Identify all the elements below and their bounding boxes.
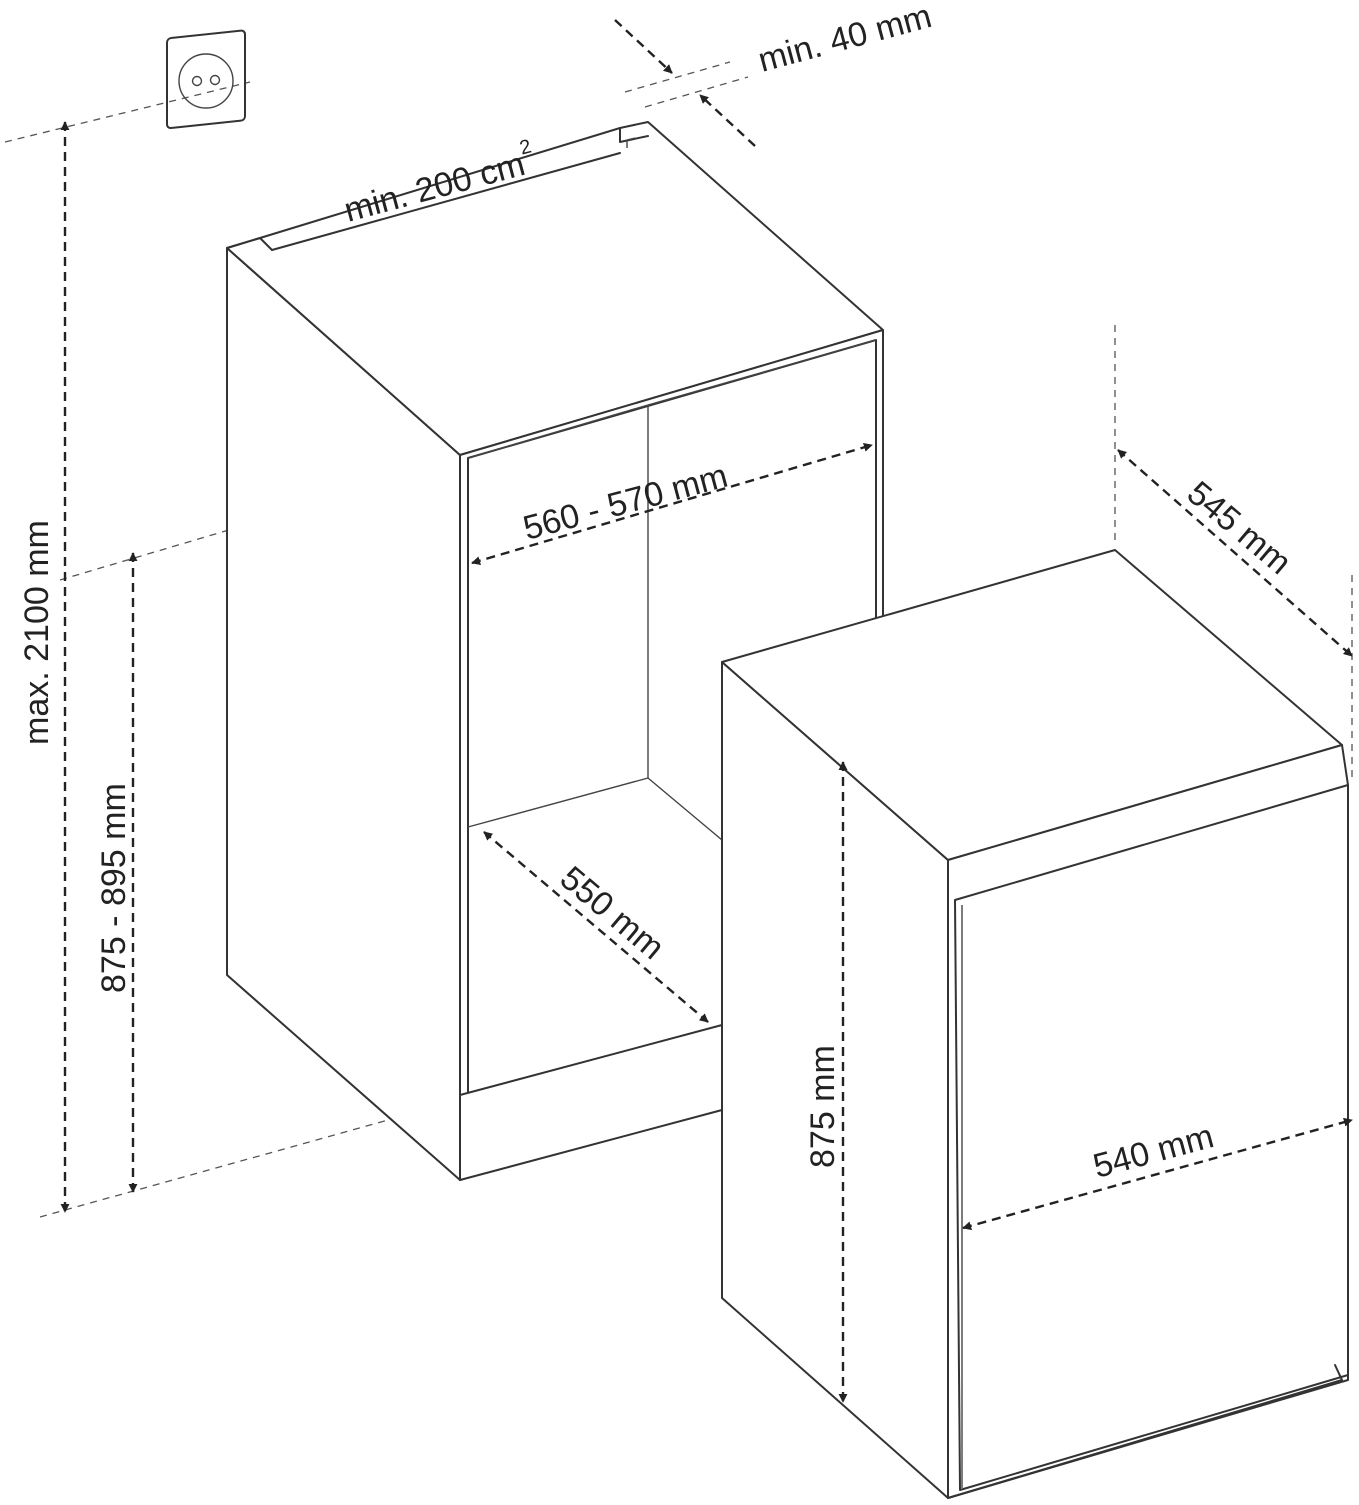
appliance-depth-label: 545 mm [1180, 474, 1299, 582]
power-socket-icon [166, 29, 246, 130]
niche-width-dimension [471, 442, 873, 566]
appliance-depth-dimension [1117, 449, 1353, 657]
ceiling-reference-line [4, 81, 251, 143]
gap-reference-line-bottom [644, 76, 749, 108]
gap-arrow-lower [699, 94, 756, 147]
ventilation-slot [271, 152, 621, 251]
niche-depth-dimension [483, 831, 709, 1023]
gap-arrow-upper [614, 19, 673, 74]
niche-rear-notch [619, 127, 649, 143]
dimension-lines [60, 19, 1353, 1403]
max-height-label: max. 2100 mm [18, 520, 56, 745]
appliance-width-dimension [962, 1117, 1353, 1231]
appliance-height-label: 875 mm [804, 1045, 842, 1168]
niche-height-label: 875 - 895 mm [95, 783, 133, 993]
appliance [721, 549, 1349, 1499]
gap-reference-line-top [624, 61, 731, 93]
ventilation-gap-label: min. 40 mm [754, 0, 935, 80]
